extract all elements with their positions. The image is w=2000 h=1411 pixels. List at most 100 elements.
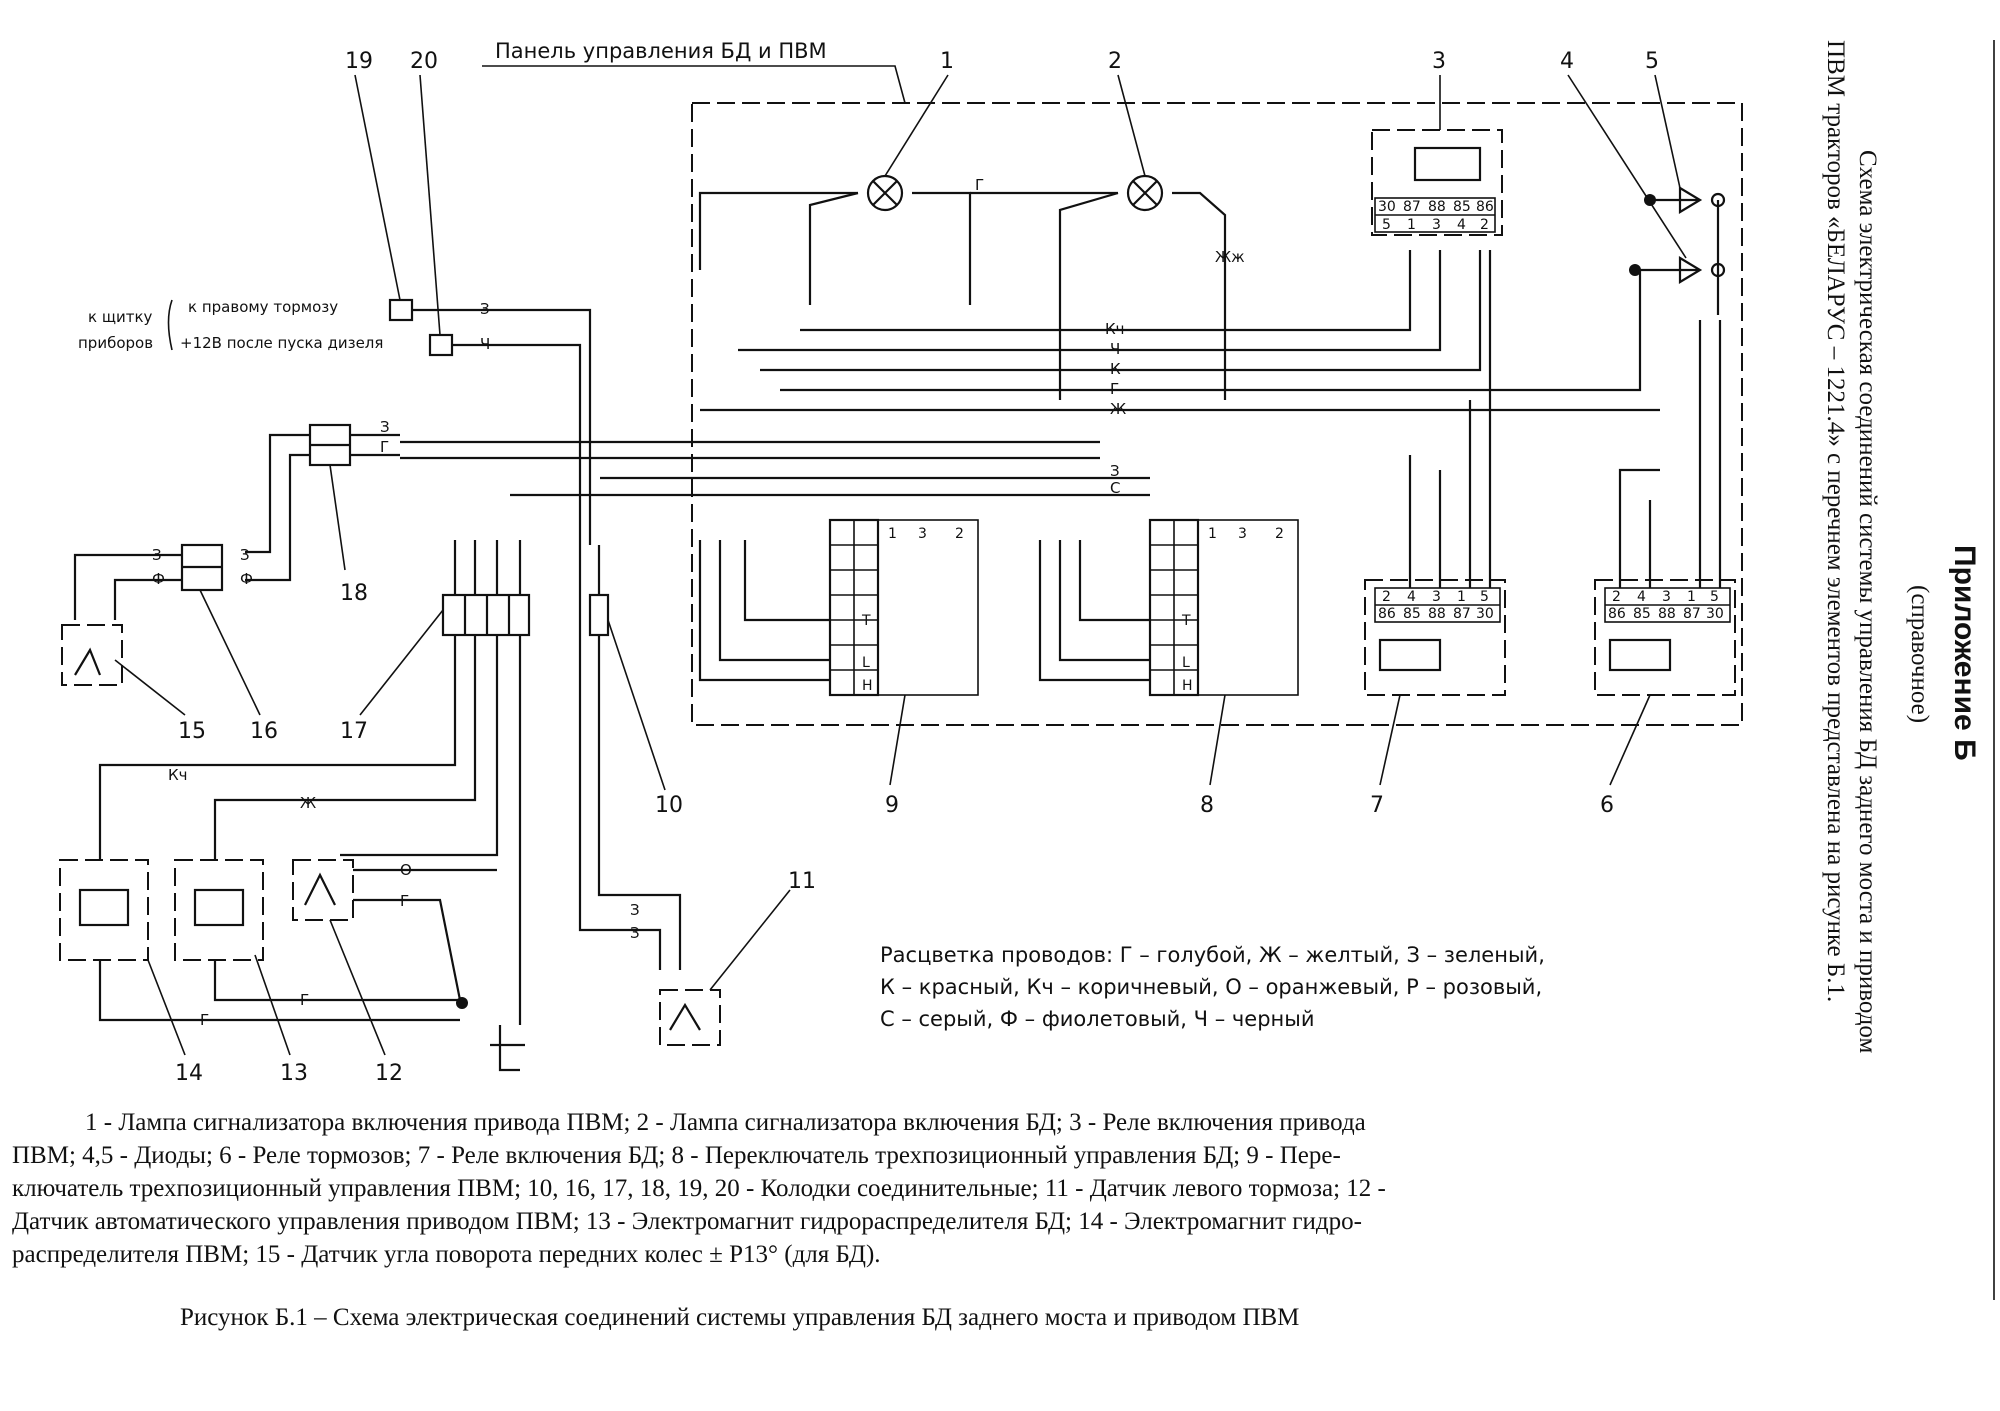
callout-17: 17 <box>340 719 368 744</box>
callout-19-leader <box>354 74 401 301</box>
wire-code-labels: Кч Ч К Г Ж З С З Ч З Г З Ф З Ф Кч Ж О Г … <box>152 176 1245 1029</box>
switch8-row-l: L <box>1182 655 1190 671</box>
wire-label-kch: Кч <box>1105 320 1125 338</box>
caption-line-5: распределителя ПВМ; 15 - Датчик угла пов… <box>12 1241 881 1268</box>
wire-label-zhzh: Жж <box>1215 248 1245 266</box>
relay3-pin-bottom-5: 2 <box>1480 217 1489 233</box>
switch9-row-t: T <box>861 613 871 629</box>
callout-7-leader <box>1379 694 1401 786</box>
figure-caption: Рисунок Б.1 – Схема электрическая соедин… <box>180 1304 1299 1331</box>
wire-label-g-3: Г <box>400 892 409 910</box>
callout-7: 7 <box>1370 793 1384 818</box>
callout-12-leader <box>329 919 386 1056</box>
switch9-col-3: 2 <box>955 526 964 542</box>
lamp-2 <box>970 174 1227 400</box>
callout-10: 10 <box>655 793 683 818</box>
plus12v-label: +12В после пуска дизеля <box>180 334 383 352</box>
relay7-pin-top-3: 3 <box>1432 589 1441 605</box>
wire-label-z: З <box>1110 462 1120 480</box>
switch8-col-3: 2 <box>1275 526 1284 542</box>
relay3-pin-top-1: 30 <box>1378 199 1396 215</box>
relay-3-pins: 30 87 88 85 86 5 1 3 4 2 <box>1378 199 1494 233</box>
wire-label-s: С <box>1110 479 1120 497</box>
panel-title: Панель управления БД и ПВМ <box>495 39 827 63</box>
callout-5-leader <box>1654 74 1681 189</box>
callout-13: 13 <box>280 1061 308 1086</box>
wire-label-g: Г <box>1110 380 1119 398</box>
connector-16 <box>73 543 224 620</box>
relay3-pin-top-5: 86 <box>1476 199 1494 215</box>
relay7-pin-top-1: 2 <box>1382 589 1391 605</box>
callout-3: 3 <box>1432 49 1446 74</box>
electromagnet-13 <box>174 859 460 1002</box>
caption-line-2: ПВМ; 4,5 - Диоды; 6 - Реле тормозов; 7 -… <box>12 1142 1341 1169</box>
relay-7-pins: 2 4 3 1 5 86 85 88 87 30 <box>1378 589 1494 622</box>
callout-9-leader <box>889 694 906 786</box>
wire-label-g-2: Г <box>380 438 389 456</box>
switch8-col-2: 3 <box>1238 526 1247 542</box>
appendix-description-2: ПВМ тракторов «БЕЛАРУС – 1221.4» с переч… <box>1822 40 1849 1002</box>
caption-line-4: Датчик автоматического управления привод… <box>12 1208 1362 1235</box>
callout-12: 12 <box>375 1061 403 1086</box>
wire-label-g-4: Г <box>300 991 309 1009</box>
wire-label-kch-2: Кч <box>168 766 188 784</box>
callout-13-leader <box>254 954 291 1056</box>
switch8-col-1: 1 <box>1208 526 1217 542</box>
callout-16: 16 <box>250 719 278 744</box>
callout-1: 1 <box>940 49 954 74</box>
legend-line-1: Расцветка проводов: Г – голубой, Ж – жел… <box>880 943 1545 967</box>
wire-label-o: О <box>400 861 412 879</box>
relay7-pin-bottom-1: 86 <box>1378 606 1396 622</box>
relay7-pin-bottom-2: 85 <box>1403 606 1421 622</box>
relay3-pin-top-4: 85 <box>1453 199 1471 215</box>
relay-6 <box>1594 320 1736 696</box>
wire-label-zh: Ж <box>1110 400 1126 418</box>
wire-label-f-2: Ф <box>240 570 253 588</box>
lamp-1 <box>698 174 972 305</box>
relay7-pin-top-5: 5 <box>1480 589 1489 605</box>
wire-label-z-2: З <box>480 300 490 318</box>
switch-9-labels: 1 3 2 T L H <box>861 526 964 694</box>
callout-15: 15 <box>178 719 206 744</box>
callout-11-leader <box>709 889 791 991</box>
callout-8: 8 <box>1200 793 1214 818</box>
legend-line-2: К – красный, Кч – коричневый, О – оранже… <box>880 975 1542 999</box>
electromagnet-14 <box>59 859 460 1022</box>
dashboard-label-1: к щитку <box>88 308 153 326</box>
dashboard-label-2: приборов <box>78 334 153 352</box>
callout-8-leader <box>1209 694 1226 786</box>
callout-19: 19 <box>345 49 373 74</box>
relay6-pin-top-4: 1 <box>1687 589 1696 605</box>
ground-symbol <box>490 1025 525 1072</box>
switch8-row-t: T <box>1181 613 1191 629</box>
switch9-row-h: H <box>862 678 873 694</box>
legend-line-3: С – серый, Ф – фиолетовый, Ч – черный <box>880 1007 1315 1031</box>
relay6-pin-bottom-1: 86 <box>1608 606 1626 622</box>
appendix-title: Приложение Б <box>1948 545 1981 761</box>
relay7-pin-bottom-3: 88 <box>1428 606 1446 622</box>
panel-title-leader <box>482 65 906 104</box>
connector-17 <box>98 540 531 1025</box>
relay-6-pins: 2 4 3 1 5 86 85 88 87 30 <box>1608 589 1724 622</box>
callout-20: 20 <box>410 49 438 74</box>
relay3-pin-bottom-3: 3 <box>1432 217 1441 233</box>
callout-2: 2 <box>1108 49 1122 74</box>
callout-16-leader <box>199 589 261 716</box>
control-panel-frame <box>691 102 1743 726</box>
switch9-col-1: 1 <box>888 526 897 542</box>
wire-label-ch: Ч <box>1110 340 1120 358</box>
callout-10-leader <box>607 619 666 791</box>
callout-15-leader <box>114 659 186 716</box>
right-brake-label: к правому тормозу <box>188 298 338 316</box>
callout-4: 4 <box>1560 49 1574 74</box>
relay6-pin-bottom-2: 85 <box>1633 606 1651 622</box>
callout-18: 18 <box>340 581 368 606</box>
wire-label-g-5: Г <box>200 1011 209 1029</box>
wire-label-g-6: Г <box>975 176 984 194</box>
relay3-pin-bottom-4: 4 <box>1457 217 1466 233</box>
switch9-row-l: L <box>862 655 870 671</box>
callout-9: 9 <box>885 793 899 818</box>
wire-label-z-5: З <box>240 546 250 564</box>
callout-17-leader <box>359 609 444 716</box>
connector-10 <box>578 545 682 970</box>
